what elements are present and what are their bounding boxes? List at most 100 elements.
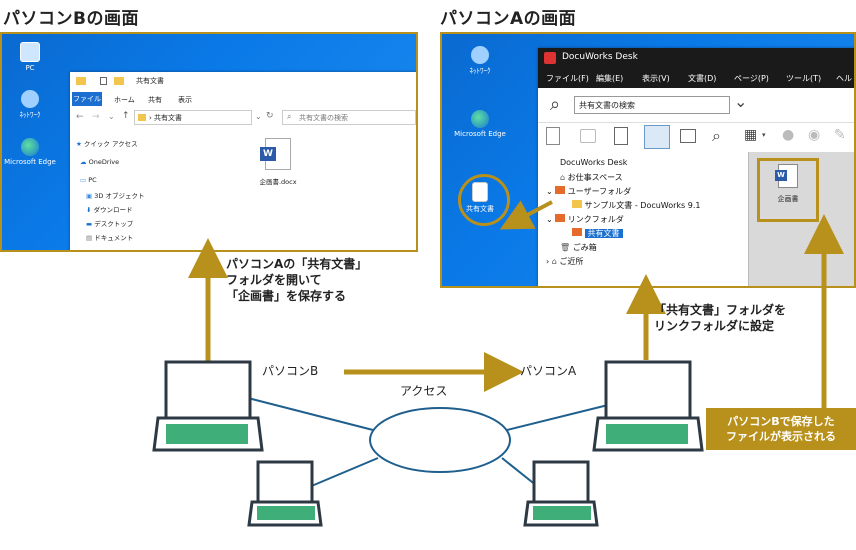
nav-pane: ★ クイック アクセス ☁ OneDrive ▭ PC ▣ 3D オブジェクト … xyxy=(70,130,200,250)
result-line: パソコンBで保存した xyxy=(727,415,835,428)
menu-tools[interactable]: ツール(T) xyxy=(786,74,822,83)
nav-item-3d[interactable]: 3D オブジェクト xyxy=(94,192,145,200)
desktop-icon-label: ﾈｯﾄﾜｰｸ xyxy=(469,67,491,75)
label-pc-b: パソコンB xyxy=(262,364,319,378)
print-icon[interactable] xyxy=(580,129,596,143)
download-document-icon[interactable] xyxy=(614,127,628,145)
tab-file[interactable]: ファイル xyxy=(72,92,102,106)
breadcrumb: 共有文書 xyxy=(154,114,183,122)
tree-item-neighborhood[interactable]: ご近所 xyxy=(559,257,584,266)
page-icon[interactable] xyxy=(546,127,560,145)
tree-item-link-folder[interactable]: リンクフォルダ xyxy=(567,215,624,224)
view-layout-icon[interactable] xyxy=(680,129,696,143)
zoom-icon[interactable]: ⌕ xyxy=(712,126,721,145)
menu-document[interactable]: 文書(D) xyxy=(688,74,717,83)
label-pc-a: パソコンA xyxy=(520,364,577,378)
result-line: ファイルが表示される xyxy=(726,430,836,443)
pc-a-screen: ﾈｯﾄﾜｰｸ Microsoft Edge 共有文書 DocuWorks Des… xyxy=(440,32,856,288)
note-right: 「共有文書」フォルダを リンクフォルダに設定 xyxy=(654,302,786,334)
pc-b-screen: PC ﾈｯﾄﾜｰｸ Microsoft Edge 共有文書 ファイル ホーム 共… xyxy=(0,32,418,252)
menu-page[interactable]: ページ(P) xyxy=(734,74,769,83)
refresh-icon[interactable]: ↻ xyxy=(266,111,274,121)
tree-item-workspace[interactable]: お仕事スペース xyxy=(567,173,623,182)
address-bar[interactable]: › 共有文書 xyxy=(134,110,252,125)
up-icon[interactable]: ↑ xyxy=(122,111,130,121)
note-right-line: 「共有文書」フォルダを xyxy=(654,303,787,317)
desktop-icon-label: PC xyxy=(25,64,35,72)
nav-item-desktop[interactable]: デスクトップ xyxy=(94,220,134,228)
chevron-down-icon[interactable]: ⌄ xyxy=(546,187,553,196)
desktop-icon: ▬ xyxy=(86,220,93,228)
folder-icon xyxy=(572,200,582,208)
search-input[interactable]: 共有文書の検索 xyxy=(574,96,730,114)
grid-icon[interactable]: ▦ xyxy=(744,127,758,143)
nav-item-onedrive[interactable]: OneDrive xyxy=(88,158,120,166)
desktop-icon-edge[interactable]: Microsoft Edge xyxy=(2,138,60,166)
menu-help[interactable]: ヘル xyxy=(836,74,852,83)
file-name: 企画書.docx xyxy=(259,178,297,186)
address-row: ← → ⌄ ↑ › 共有文書 ⌄ ↻ ⌕ 共有文書の検索 xyxy=(70,106,416,130)
desktop-icon-pc[interactable]: PC xyxy=(2,42,60,72)
toolbar: ⌕ ▦ ▾ ● ◉ ✎ xyxy=(538,122,854,154)
note-left-line: パソコンAの「共有文書」 xyxy=(226,257,368,271)
tree-item-user-folder[interactable]: ユーザーフォルダ xyxy=(567,187,632,196)
view-thumbnail-icon[interactable] xyxy=(644,125,670,149)
neighborhood-icon: ⌂ xyxy=(551,257,557,266)
cloud-icon: ☁ xyxy=(80,158,87,166)
chevron-down-icon[interactable]: ▾ xyxy=(762,131,766,139)
tab-share[interactable]: 共有 xyxy=(148,96,162,104)
network-cloud xyxy=(369,407,511,473)
menu-file[interactable]: ファイル(F) xyxy=(546,74,589,83)
menu-view[interactable]: 表示(V) xyxy=(642,74,670,83)
tools-icon[interactable]: ✎ xyxy=(834,127,846,143)
tree-item-trash[interactable]: ごみ箱 xyxy=(572,243,597,252)
tree-item-root[interactable]: DocuWorks Desk xyxy=(560,158,628,167)
window-title: DocuWorks Desk xyxy=(562,52,638,62)
nav-item-downloads[interactable]: ダウンロード xyxy=(93,206,133,214)
nav-item-documents[interactable]: ドキュメント xyxy=(94,234,134,242)
nav-item-quick-access[interactable]: クイック アクセス xyxy=(83,140,138,148)
menu-bar: ファイル(F) 編集(E) 表示(V) 文書(D) ページ(P) ツール(T) … xyxy=(538,68,854,88)
back-icon[interactable]: ← xyxy=(76,112,84,122)
label-access: アクセス xyxy=(400,384,448,398)
chevron-down-icon[interactable]: ⌄ xyxy=(255,112,262,121)
desktop-icon-network[interactable]: ﾈｯﾄﾜｰｸ xyxy=(450,46,510,76)
search-box[interactable]: ⌕ 共有文書の検索 xyxy=(282,110,416,125)
tree-item-shared-docs[interactable]: 共有文書 xyxy=(584,229,623,238)
tab-home[interactable]: ホーム xyxy=(114,96,135,104)
nav-item-pc[interactable]: PC xyxy=(88,176,97,184)
menu-edit[interactable]: 編集(E) xyxy=(596,74,624,83)
heading-pc-b: パソコンBの画面 xyxy=(3,9,139,29)
tree-pane: DocuWorks Desk ⌂ お仕事スペース ⌄ ユーザーフォルダ サンプル… xyxy=(538,152,748,286)
forward-icon[interactable]: → xyxy=(92,112,100,122)
file-item[interactable]: W 企画書 xyxy=(763,164,813,204)
stamp-icon[interactable]: ◉ xyxy=(808,127,821,143)
tree-item-sample[interactable]: サンプル文書 - DocuWorks 9.1 xyxy=(584,201,701,210)
desktop-icon-network[interactable]: ﾈｯﾄﾜｰｸ xyxy=(2,90,60,120)
docuworks-titlebar: DocuWorks Desk xyxy=(538,48,854,68)
chevron-down-icon[interactable]: ⌄ xyxy=(108,112,115,121)
network-icon xyxy=(471,46,489,64)
search-placeholder: 共有文書の検索 xyxy=(299,114,348,122)
search-placeholder: 共有文書の検索 xyxy=(579,101,635,110)
network-link xyxy=(301,457,379,491)
edge-icon xyxy=(21,138,39,156)
network-link xyxy=(247,397,374,431)
network-icon xyxy=(21,90,39,108)
workspace-icon: ⌂ xyxy=(560,173,566,182)
cube-icon: ▣ xyxy=(86,192,93,200)
link-folder-icon xyxy=(555,214,566,222)
word-document-icon: W xyxy=(775,164,798,188)
desktop-icon-edge[interactable]: Microsoft Edge xyxy=(450,110,510,138)
tab-view[interactable]: 表示 xyxy=(178,96,192,104)
file-item[interactable]: W 企画書.docx xyxy=(248,138,308,198)
laptop-pc-b xyxy=(152,360,264,452)
search-icon[interactable]: ⌕ xyxy=(550,94,561,115)
folder-icon xyxy=(138,114,146,121)
user-folder-icon xyxy=(555,186,566,194)
chevron-right-icon[interactable]: › xyxy=(546,257,550,266)
chevron-down-icon[interactable]: ⌄ xyxy=(734,92,748,111)
user-icon[interactable]: ● xyxy=(782,127,795,143)
computer-icon xyxy=(20,42,40,62)
chevron-down-icon[interactable]: ⌄ xyxy=(546,215,553,224)
